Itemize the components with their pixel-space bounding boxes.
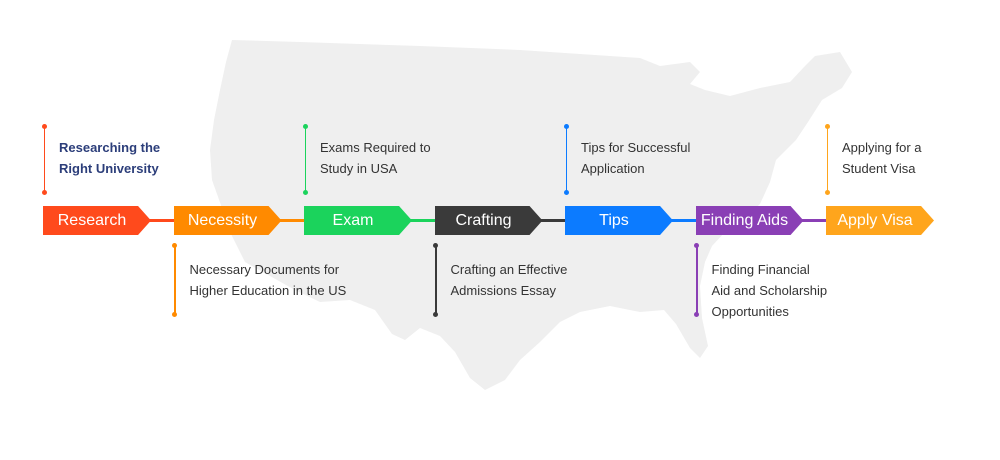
callout-line-exam [304,126,306,193]
callout-line-finding-aids [696,245,698,315]
callout-dot [824,124,830,129]
callout-dot [433,243,438,248]
connector-6 [799,219,826,222]
callout-dot [824,190,830,195]
step-label: Research [57,211,127,229]
step-apply-visa: Apply Visa [826,206,934,235]
callout-dot [694,243,699,248]
callout-dot [41,124,47,129]
step-finding-aids: Finding Aids [695,206,804,235]
connector-2 [277,219,304,222]
step-label: Finding Aids [700,211,789,229]
connector-5 [669,219,696,222]
connector-1 [147,219,174,222]
callout-dot [694,312,699,317]
callout-dot [41,190,47,195]
callout-dot [172,243,177,248]
connector-3 [408,219,435,222]
callout-dot [302,124,308,129]
description-necessity: Necessary Documents for Higher Education… [189,262,347,298]
step-tips: Tips [565,206,673,235]
description-exam: Exams Required to Study in USA [320,140,431,176]
description-apply-visa: Applying for a Student Visa [842,140,922,176]
callout-line-crafting [435,245,437,315]
callout-dot [563,124,569,129]
step-necessity: Necessity [173,206,282,235]
callout-line-tips [565,126,567,193]
step-label: Crafting [455,211,512,229]
callout-line-necessity [174,245,176,315]
description-finding-aids: Finding Financial Aid and Scholarship Op… [711,262,828,319]
callout-dot [563,190,569,195]
connector-4 [538,219,565,222]
description-research: Researching the Right University [59,140,161,176]
callout-dot [172,312,177,317]
callout-dot [302,190,308,195]
step-crafting: Crafting [434,206,543,235]
step-label: Exam [332,211,374,229]
callout-line-apply-visa [826,126,828,193]
description-tips: Tips for Successful Application [581,140,691,176]
step-label: Tips [599,211,629,229]
callout-dot [433,312,438,317]
step-label: Necessity [187,211,258,229]
step-exam: Exam [304,206,412,235]
step-research: Research [43,206,151,235]
step-label: Apply Visa [837,211,913,229]
description-crafting: Crafting an Effective Admissions Essay [450,262,568,298]
callout-line-research [43,126,45,193]
